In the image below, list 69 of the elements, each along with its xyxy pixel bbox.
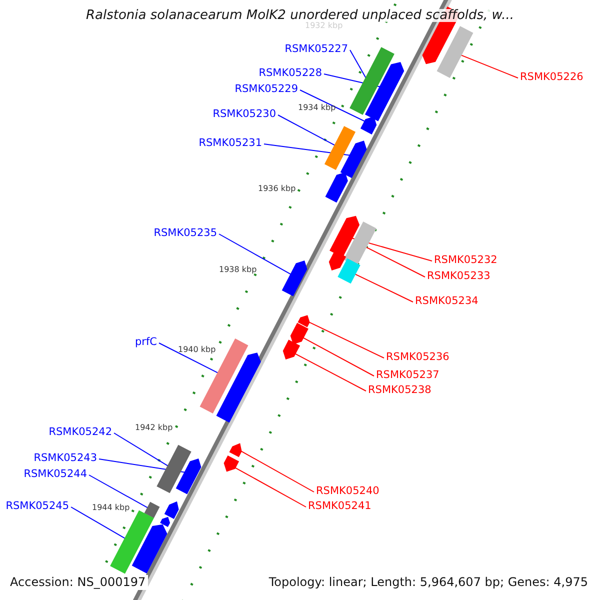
- leader-line: [218, 234, 292, 275]
- leader-line: [354, 274, 414, 302]
- gene-block: [340, 140, 367, 178]
- gene-block: [436, 26, 474, 78]
- gene-label: RSMK05244: [24, 468, 87, 481]
- leader-line: [308, 322, 384, 358]
- gene-block: [338, 258, 360, 284]
- gene-label: RSMK05235: [154, 227, 217, 240]
- footer-text: Topology: linear; Length: 5,964,607 bp; Genes: 4,975: [266, 575, 590, 590]
- gene-label: RSMK05243: [34, 452, 97, 465]
- gene-label: RSMK05241: [308, 500, 372, 513]
- gene-label: RSMK05232: [434, 254, 498, 267]
- leader-line: [294, 353, 366, 392]
- scale-tick-label: 1944 kbp: [92, 503, 130, 513]
- gene-block: [344, 222, 376, 266]
- gene-block: [164, 501, 179, 519]
- leader-line: [70, 506, 126, 539]
- scale-tick-label: 1938 kbp: [219, 265, 257, 275]
- gene-block: [160, 516, 170, 527]
- gene-label: RSMK05236: [386, 351, 450, 364]
- gene-block: [144, 502, 160, 518]
- gene-block: [360, 116, 377, 134]
- leader-line: [278, 114, 336, 146]
- leader-line: [88, 474, 148, 508]
- gene-block: [328, 250, 346, 270]
- scale-tick-label: 1940 kbp: [178, 345, 216, 355]
- gene-block: [229, 443, 242, 458]
- gene-label: RSMK05238: [368, 384, 432, 397]
- leader-line: [114, 432, 168, 466]
- leader-line: [302, 337, 374, 376]
- gene-block: [364, 62, 404, 122]
- gene-block: [176, 458, 202, 494]
- gene-block: [282, 260, 308, 296]
- gene-label: RSMK05233: [427, 270, 490, 283]
- gene-block: [224, 455, 240, 472]
- gene-block: [324, 126, 356, 170]
- gene-label: RSMK05245: [6, 500, 69, 513]
- gene-label: RSMK05229: [234, 83, 298, 96]
- gene-label: RSMK05230: [212, 108, 276, 121]
- leader-line: [158, 342, 218, 374]
- gene-block: [298, 315, 310, 328]
- gene-block: [282, 340, 300, 360]
- gene-block: [325, 172, 348, 203]
- leader-line: [234, 467, 306, 508]
- leader-line: [264, 144, 350, 156]
- gene-label: RSMK05228: [258, 67, 322, 80]
- gene-block: [156, 444, 192, 494]
- gene-label: RSMK05234: [415, 295, 478, 308]
- leader-line: [460, 54, 518, 78]
- gene-label: prfC: [134, 336, 157, 349]
- gene-block: [132, 524, 168, 574]
- leader-line: [350, 50, 366, 78]
- gene-label: RSMK05237: [376, 369, 440, 382]
- scale-tick-label: 1942 kbp: [135, 423, 173, 433]
- leader-line: [300, 90, 366, 122]
- gene-label: RSMK05226: [520, 71, 584, 84]
- gene-block: [350, 47, 394, 115]
- gene-label: RSMK05242: [48, 426, 112, 439]
- scale-tick-label: 1934 kbp: [298, 103, 336, 113]
- scale-tick-label: 1936 kbp: [258, 184, 296, 194]
- leader-line: [366, 246, 426, 278]
- footer-text: Accession: NS_000197: [8, 575, 148, 590]
- gene-block: [200, 338, 248, 414]
- gene-label: RSMK05227: [284, 43, 348, 56]
- leader-line: [240, 450, 314, 492]
- gene-label: RSMK05240: [316, 485, 380, 498]
- gene-block: [216, 352, 261, 423]
- gene-label: RSMK05231: [198, 137, 262, 150]
- gene-block: [110, 510, 154, 574]
